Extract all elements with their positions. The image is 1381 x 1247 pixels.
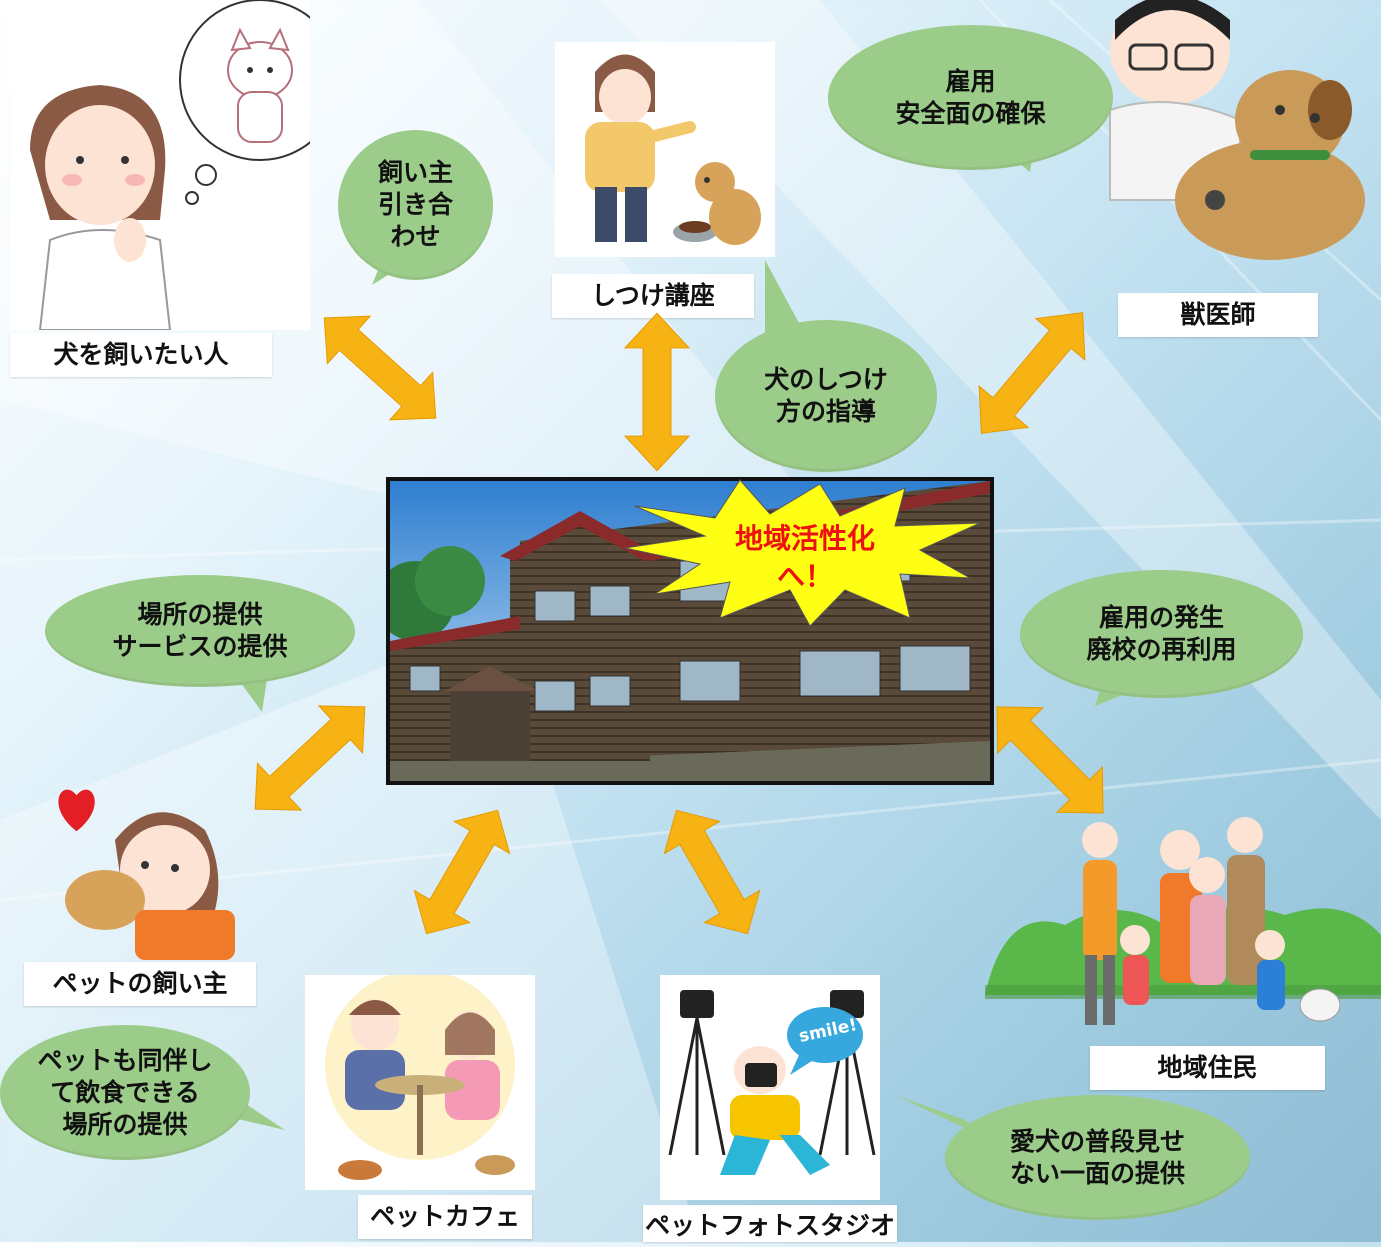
- girl-hugging-dog-icon: [58, 789, 235, 960]
- burst-line2: へ！: [776, 560, 833, 593]
- cafe-couple-icon: [325, 970, 515, 1180]
- arrow-photo-studio: [648, 793, 776, 951]
- burst-line1: 地域活性化: [734, 522, 875, 555]
- bubble-place-service: 場所の提供 サービスの提供: [45, 575, 355, 687]
- photo-studio-illustration: smile!: [660, 975, 880, 1200]
- label-want-dog: 犬を飼いたい人: [10, 333, 272, 377]
- arrow-pet-cafe: [398, 793, 526, 951]
- arrow-want-dog: [302, 293, 458, 443]
- label-residents: 地域住民: [1090, 1046, 1325, 1090]
- burst-headline: 地域活性化 へ！: [700, 520, 910, 596]
- bubble-employment-reuse: 雇用の発生 廃校の再利用: [1020, 570, 1303, 698]
- family-group-icon: [985, 817, 1381, 1025]
- vet-with-dog-icon: [1109, 0, 1365, 260]
- label-training: しつけ講座: [552, 274, 754, 318]
- residents-illustration: [985, 815, 1381, 1050]
- vet-illustration: [1090, 0, 1370, 280]
- training-illustration: [555, 42, 775, 257]
- photographer-icon: [668, 990, 876, 1175]
- woman-thinking-illustration: [10, 0, 341, 331]
- starburst-shape: [624, 479, 981, 627]
- bubble-cafe-place: ペットも同伴し て飲食できる 場所の提供: [0, 1025, 250, 1160]
- bubble-employment-safety: 雇用 安全面の確保: [828, 25, 1113, 170]
- bubble-photo-side: 愛犬の普段見せ ない一面の提供: [945, 1095, 1250, 1220]
- trainer-and-dog-icon: [585, 54, 761, 245]
- arrow-training: [624, 312, 690, 472]
- arrow-pet-owner: [232, 682, 388, 834]
- pet-cafe-illustration: [305, 970, 535, 1190]
- label-pet-owner: ペットの飼い主: [24, 962, 256, 1006]
- bubble-training-guidance: 犬のしつけ 方の指導: [715, 320, 937, 472]
- woman-thinking-icon: [30, 0, 341, 331]
- label-photo-studio: ペットフォトスタジオ: [643, 1205, 897, 1242]
- bubble-matching: 飼い主 引き合 わせ: [338, 130, 493, 280]
- label-pet-cafe: ペットカフェ: [358, 1195, 532, 1239]
- pet-owner-illustration: [45, 770, 245, 960]
- label-vet: 獣医師: [1118, 293, 1318, 337]
- arrow-residents: [973, 683, 1127, 837]
- arrow-vet: [956, 291, 1108, 455]
